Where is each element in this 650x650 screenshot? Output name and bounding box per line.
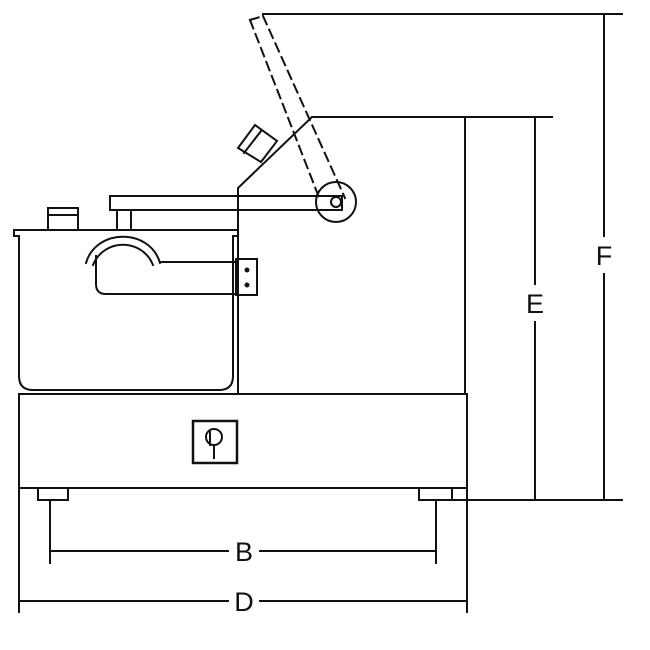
base-housing — [18, 393, 468, 489]
dimension-f-label: F — [596, 241, 613, 271]
rotary-switch — [191, 419, 239, 465]
dimension-e — [451, 116, 553, 501]
dimension-f — [262, 13, 623, 501]
right-foot — [418, 487, 453, 501]
lid-arm — [109, 181, 357, 223]
lid-arm-open-position — [248, 14, 347, 202]
dimension-b — [49, 499, 437, 564]
lid-cap — [47, 207, 79, 231]
scraper-bracket — [116, 209, 132, 231]
dimension-e-label: E — [526, 289, 544, 319]
bowl — [13, 229, 239, 391]
dimension-d — [18, 487, 468, 613]
bowl-handle — [84, 235, 258, 296]
dimension-d-label: D — [234, 587, 254, 617]
motor-body — [237, 116, 466, 395]
left-foot — [37, 487, 69, 501]
hinge-knob — [236, 123, 279, 164]
dimension-b-label: B — [235, 537, 253, 567]
